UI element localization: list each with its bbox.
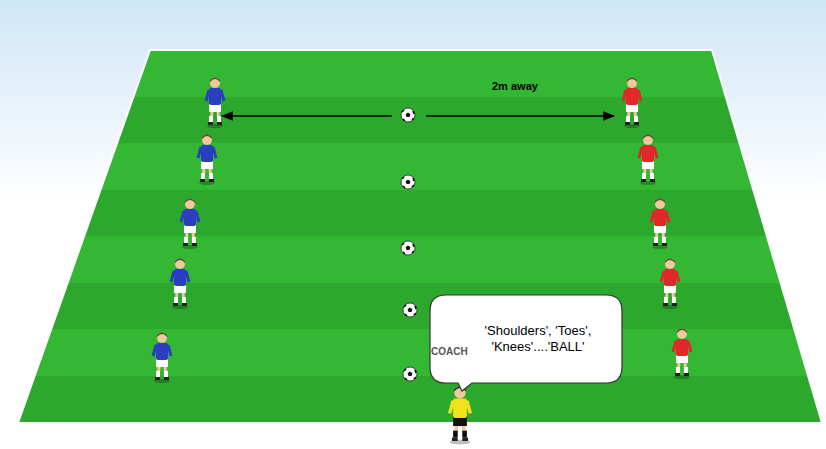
pitch — [0, 50, 826, 423]
red-players — [623, 78, 691, 380]
distance-arrow — [426, 115, 614, 117]
distance-label: 2m away — [492, 80, 538, 92]
bubble-text: 'Shoulders', 'Toes', 'Knees'....'BALL' — [464, 323, 612, 355]
coach-label: COACH — [431, 346, 468, 357]
blue-players — [153, 78, 224, 384]
balls — [401, 108, 417, 381]
pitch-border — [18, 50, 822, 423]
distance-arrow — [222, 115, 392, 117]
speech-bubble: 'Shoulders', 'Toes', 'Knees'....'BALL' — [430, 295, 622, 383]
coach-figure — [450, 386, 471, 444]
